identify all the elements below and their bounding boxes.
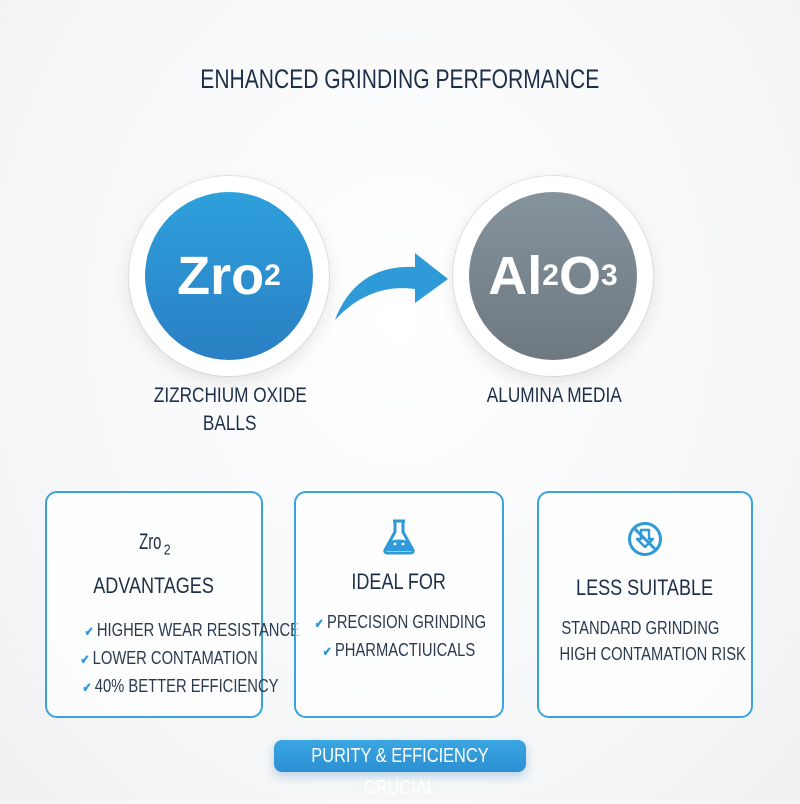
alumina-label: ALUMINA MEDIA [486,384,622,407]
check-icon: ✔ [80,652,90,668]
less-suitable-card: LESS SUITABLE STANDARD GRINDING HIGH CON… [537,491,753,718]
check-icon: ✔ [322,644,332,659]
check-icon: ✔ [314,616,324,631]
list-item: HIGH CONTAMATION RISK [559,644,746,664]
curved-arrow-right-icon [335,253,448,320]
list-item: ✔40% BETTER EFFICIENCY [82,676,279,697]
page-title: ENHANCED GRINDING PERFORMANCE [200,64,600,94]
list-item: ✔HIGHER WEAR RESISTANCE [84,620,300,641]
ideal-for-card: IDEAL FOR ✔PRECISION GRINDING ✔PHARMACTI… [294,491,504,718]
list-item: ✔PRECISION GRINDING [314,612,487,632]
prohibited-arrow-icon [628,522,662,556]
card-title: IDEAL FOR [351,569,447,594]
alumina-formula-al: Al [488,246,543,306]
flask-icon [383,519,415,555]
formula-subscript: 3 [601,259,618,292]
purity-efficiency-badge: PURITY & EFFICIENCY CRUCIAL [274,740,526,799]
check-icon: ✔ [84,624,94,640]
formula-subscript: 2 [264,259,281,292]
card-title: LESS SUITABLE [576,575,714,600]
zirconia-formula: Zro [177,246,265,306]
alumina-formula-o: O [558,246,601,306]
formula-subscript: 2 [542,259,559,292]
check-icon: ✔ [82,680,92,696]
list-item: ✔LOWER CONTAMATION [80,648,258,669]
list-item: STANDARD GRINDING [560,618,720,638]
list-item: ✔PHARMACTIUICALS [322,640,476,660]
card-title: ADVANTAGES [93,573,215,599]
